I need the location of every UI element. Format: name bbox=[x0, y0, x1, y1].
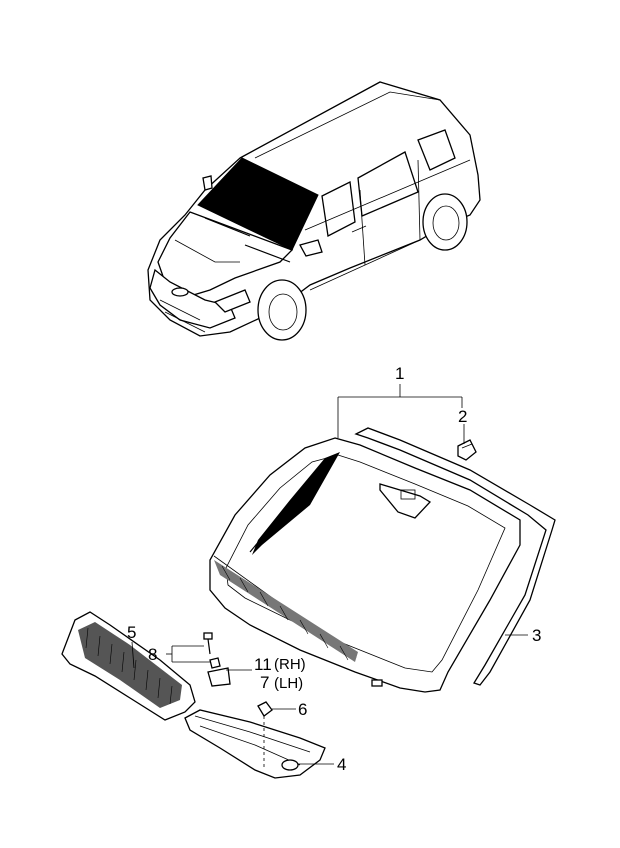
bracket-part-7-11 bbox=[207, 667, 231, 687]
callout-4: 4 bbox=[337, 755, 346, 774]
callout-7: 7 bbox=[260, 673, 269, 692]
clip-part-2 bbox=[457, 439, 477, 461]
cowl-top-cover bbox=[61, 611, 196, 721]
callout-7-note: (LH) bbox=[274, 675, 303, 692]
callout-3: 3 bbox=[532, 626, 541, 645]
callout-2: 2 bbox=[458, 407, 467, 426]
vehicle-windshield bbox=[197, 157, 319, 251]
callout-1: 1 bbox=[395, 364, 404, 383]
windshield-glass-assembly bbox=[209, 437, 521, 693]
callout-11-note: (RH) bbox=[274, 656, 306, 673]
windshield-molding bbox=[354, 427, 556, 686]
leader-lines bbox=[131, 384, 528, 765]
clip-part-6 bbox=[257, 701, 273, 770]
bolt-part-8 bbox=[203, 632, 221, 669]
callout-8: 8 bbox=[148, 645, 157, 664]
callout-5: 5 bbox=[127, 623, 136, 642]
callout-6: 6 bbox=[298, 700, 307, 719]
vehicle-illustration bbox=[147, 81, 481, 341]
callout-11: 11 bbox=[254, 655, 272, 674]
cowl-side-cover bbox=[184, 709, 326, 779]
callout-labels: 1 2 3 5 8 11 (RH) 7 (LH) 6 4 bbox=[127, 364, 541, 774]
